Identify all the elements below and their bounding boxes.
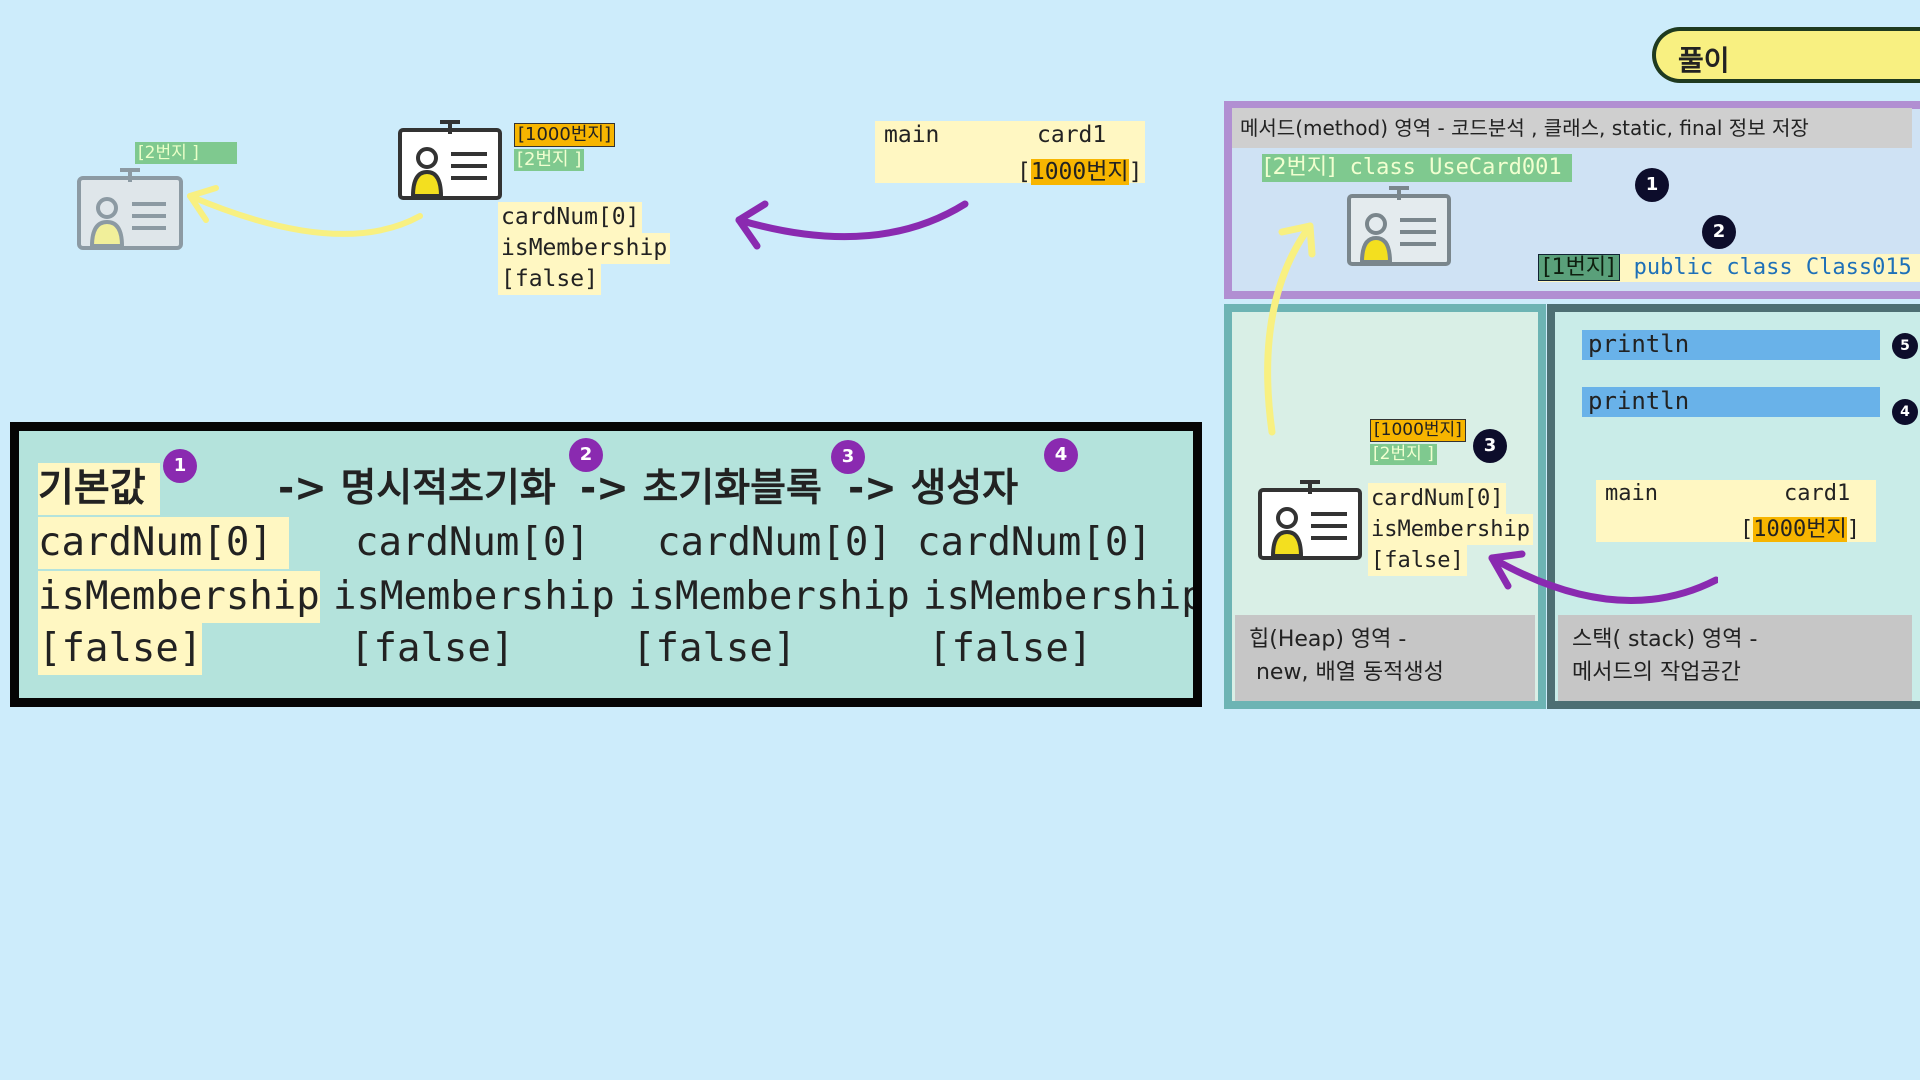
ref-var-label: card1 bbox=[1037, 122, 1107, 148]
col1-ismembership: isMembership bbox=[38, 571, 320, 623]
yellow-arrow bbox=[187, 185, 423, 237]
heap-addr-1000: [1000번지] bbox=[1370, 419, 1466, 442]
ref-main-label: main bbox=[884, 122, 940, 148]
step-3-label: -> 초기화블록 bbox=[580, 466, 822, 511]
step-2-label: -> 명시적초기화 bbox=[278, 466, 556, 511]
id-card-icon bbox=[1347, 186, 1451, 266]
col4-false: [false] bbox=[928, 626, 1093, 671]
step-1-label: 기본값 bbox=[38, 463, 160, 515]
heap-addr-2: [2번지 ] bbox=[1370, 444, 1437, 465]
stack-ref-value: [1000번지] bbox=[1740, 517, 1860, 542]
col3-cardnum: cardNum[0] bbox=[657, 520, 892, 565]
heap-footer-title: 힙(Heap) 영역 - bbox=[1249, 627, 1407, 652]
field-cardnum: cardNum[0] bbox=[498, 202, 643, 233]
col4-cardnum: cardNum[0] bbox=[917, 520, 1152, 565]
col1-cardnum: cardNum[0] bbox=[38, 517, 289, 569]
id-card-icon bbox=[77, 168, 183, 250]
purple-arrow bbox=[1488, 550, 1718, 604]
col3-false: [false] bbox=[632, 626, 797, 671]
step-2-badge: 2 bbox=[569, 438, 603, 472]
heap-field-cardnum: cardNum[0] bbox=[1368, 483, 1507, 514]
col3-ismembership: isMembership bbox=[628, 574, 910, 619]
heap-badge-3: 3 bbox=[1473, 429, 1507, 463]
field-list: cardNum[0] isMembership [false] bbox=[498, 202, 671, 295]
stack-footer-desc: 메서드의 작업공간 bbox=[1572, 660, 1741, 685]
small-card-addr-label: [2번지 ] bbox=[135, 142, 237, 164]
col2-ismembership: isMembership bbox=[333, 574, 615, 619]
public-class-addr: [1번지] bbox=[1538, 254, 1620, 281]
stack-var-label: card1 bbox=[1784, 481, 1851, 506]
class-addr: [2번지] bbox=[1264, 155, 1336, 180]
heap-field-list: cardNum[0] isMembership [false] bbox=[1368, 483, 1533, 576]
method-area-header: 메서드(method) 영역 - 코드분석 , 클래스, static, fin… bbox=[1232, 108, 1912, 148]
stack-main-label: main bbox=[1605, 481, 1658, 506]
stack-ref-address: 1000번지 bbox=[1753, 517, 1847, 542]
step-4-label: -> 생성자 bbox=[848, 466, 1019, 511]
ref-value: [1000번지] bbox=[1017, 159, 1143, 185]
purple-arrow bbox=[735, 200, 969, 250]
step-4-badge: 4 bbox=[1044, 438, 1078, 472]
stack-footer: 스택( stack) 영역 - 메서드의 작업공간 bbox=[1558, 615, 1912, 701]
public-class-name: public class Class015 bbox=[1633, 255, 1912, 280]
col2-false: [false] bbox=[350, 626, 515, 671]
stack-badge-4: 4 bbox=[1892, 399, 1918, 425]
addr-2-label: [2번지 ] bbox=[514, 149, 585, 171]
stack-frame-println: println bbox=[1582, 387, 1880, 417]
public-class-row: [1번지] public class Class015 bbox=[1538, 254, 1920, 282]
id-card-icon bbox=[398, 120, 502, 200]
yellow-arrow bbox=[1264, 222, 1316, 436]
heap-field-false: [false] bbox=[1368, 545, 1467, 576]
class-usecard-row: [2번지] class UseCard001 bbox=[1262, 154, 1572, 182]
heap-footer: 힙(Heap) 영역 - new, 배열 동적생성 bbox=[1235, 615, 1535, 701]
step-1-badge: 1 bbox=[163, 449, 197, 483]
stack-frame-println: println bbox=[1582, 330, 1880, 360]
ref-address: 1000번지 bbox=[1030, 159, 1129, 185]
col1-false: [false] bbox=[38, 623, 203, 675]
heap-field-ismembership: isMembership bbox=[1368, 514, 1533, 545]
step-3-badge: 3 bbox=[831, 440, 865, 474]
id-card-icon bbox=[1258, 480, 1362, 560]
stack-badge-5: 5 bbox=[1892, 333, 1918, 359]
class-name: class UseCard001 bbox=[1349, 155, 1562, 180]
method-badge-1: 1 bbox=[1635, 168, 1669, 202]
field-false: [false] bbox=[498, 264, 601, 295]
heap-footer-desc: new, 배열 동적생성 bbox=[1249, 660, 1444, 685]
stack-footer-title: 스택( stack) 영역 - bbox=[1572, 627, 1758, 652]
addr-1000-label: [1000번지] bbox=[514, 123, 615, 147]
col4-ismembership: isMembership bbox=[923, 574, 1193, 619]
col2-cardnum: cardNum[0] bbox=[355, 520, 590, 565]
method-badge-2: 2 bbox=[1702, 215, 1736, 249]
field-ismembership: isMembership bbox=[498, 233, 671, 264]
title-pill: 풀이 bbox=[1652, 27, 1920, 83]
